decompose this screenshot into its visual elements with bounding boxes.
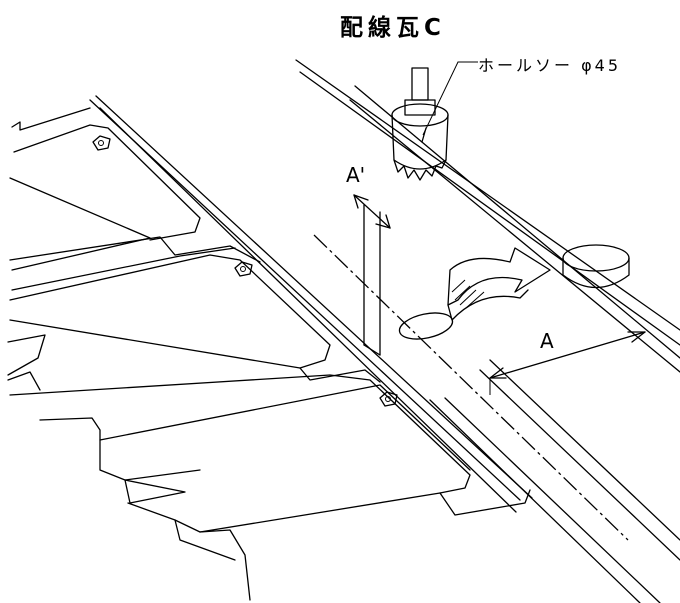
dimension-a-prime xyxy=(353,194,391,356)
ridge-rail xyxy=(295,59,680,373)
rotate-arrow-icon xyxy=(447,247,551,321)
center-line xyxy=(313,234,629,541)
diagram-title: 配線瓦C xyxy=(340,15,446,41)
hole-saw-icon xyxy=(391,67,449,181)
cut-disc-icon xyxy=(562,244,630,288)
wiring-tile-body xyxy=(89,95,680,603)
tool-leader-line xyxy=(422,61,478,136)
dimension-a-prime-label: A' xyxy=(346,163,366,187)
roof-tiles xyxy=(7,107,531,601)
dimension-a-label: A xyxy=(540,329,554,353)
tile-tabs xyxy=(92,135,398,407)
hole-saw-label: ホールソー φ45 xyxy=(478,56,622,75)
dimension-a xyxy=(489,331,646,395)
hole-outline xyxy=(398,312,454,340)
